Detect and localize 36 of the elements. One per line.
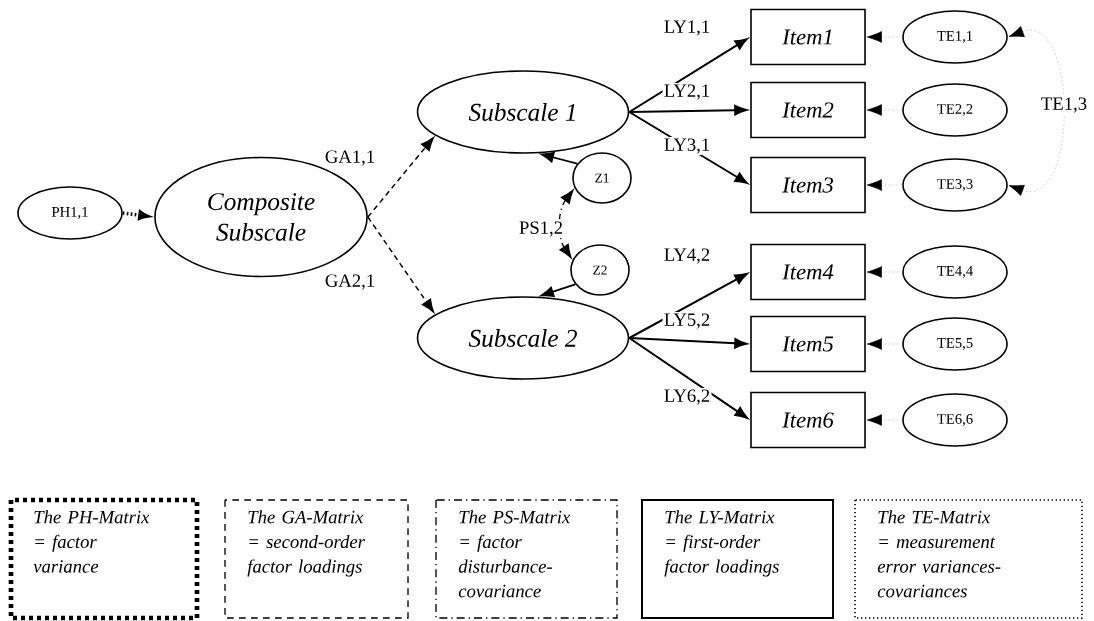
- edge-label: LY3,1: [662, 137, 712, 155]
- arrow: [628, 337, 748, 349]
- item-box: Item3: [750, 156, 866, 214]
- arrow: [866, 414, 903, 426]
- item-box: Item4: [750, 243, 866, 301]
- arrow: [628, 337, 748, 419]
- legend-box: The PS-Matrix = factor disturbance-covariance: [435, 499, 618, 619]
- item-box: Item2: [750, 81, 866, 139]
- arrow: [866, 338, 903, 350]
- edge-label: LY6,2: [662, 388, 712, 406]
- legend-box: The TE-Matrix = measurement error variances-covariances: [854, 499, 1083, 619]
- item-box: Item1: [750, 8, 866, 66]
- arrow: [866, 266, 903, 278]
- item-box: Item6: [750, 391, 866, 449]
- arrow: [367, 216, 435, 313]
- arrow: [540, 152, 579, 165]
- edge-label: LY1,1: [662, 19, 712, 37]
- arrow: [866, 104, 903, 116]
- arrow: [628, 105, 748, 116]
- edge-label: LY2,1: [662, 83, 712, 101]
- arrow: [558, 189, 574, 259]
- arrow: [1008, 26, 1065, 196]
- legend-box: The LY-Matrix = first-order factor loadings: [641, 499, 834, 619]
- edge-label: PS1,2: [517, 220, 565, 238]
- edge-label: LY4,2: [662, 247, 712, 265]
- arrow: [540, 283, 577, 297]
- legend-box: The GA-Matrix = second-order factor loadings: [224, 499, 409, 619]
- arrow: [367, 137, 434, 218]
- arrow: [866, 179, 903, 191]
- arrow: [628, 273, 748, 339]
- arrow: [628, 38, 748, 113]
- edge-label: LY5,2: [662, 312, 712, 330]
- item-box: Item5: [750, 315, 866, 373]
- arrow: [866, 31, 903, 43]
- edge-label: TE1,3: [1039, 96, 1089, 114]
- legend-box: The PH-Matrix = factor variance: [8, 497, 200, 621]
